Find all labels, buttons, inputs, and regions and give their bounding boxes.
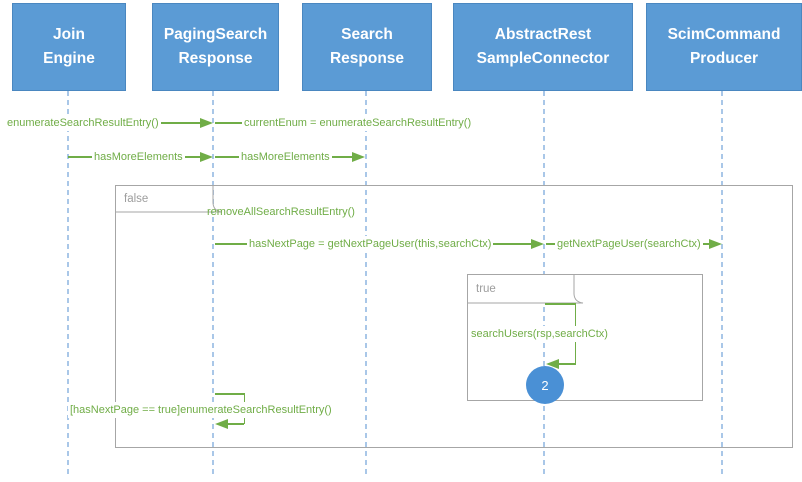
ref-circle: 2 [526,366,564,404]
ref-circle-label: 2 [541,377,549,393]
lifeline-search-response [365,91,367,478]
arrowhead-right-icon [352,152,365,162]
participant-scimcommand-producer: ScimCommand Producer [646,3,802,91]
arrowhead-left-icon [546,359,559,369]
message-label-get-next-page: getNextPageUser(searchCtx) [555,236,703,252]
message-label-remove-all: removeAllSearchResultEntry() [207,206,355,218]
frame-false-tab [115,185,223,213]
message-label-has-more-2: hasMoreElements [239,149,332,165]
message-label-has-next-page: hasNextPage = getNextPageUser(this,searc… [247,236,494,252]
arrowhead-left-icon [215,419,228,429]
frame-false-label: false [124,193,149,205]
message-label-search-users: searchUsers(rsp,searchCtx) [469,326,610,342]
message-label-current-enum: currentEnum = enumerateSearchResultEntry… [242,115,474,131]
participant-pagingsearch-response: PagingSearch Response [152,3,279,91]
arrowhead-right-icon [709,239,722,249]
frame-false: false [115,185,793,448]
message-label-has-more-1: hasMoreElements [92,149,185,165]
message-label-enumerate: enumerateSearchResultEntry() [5,115,161,131]
lifeline-pagingsearch-response [212,91,214,478]
self-message-line [228,423,244,425]
self-message-line [215,393,245,395]
message-line [215,122,245,124]
frame-true: true [467,274,703,401]
participant-join-engine: Join Engine [12,3,126,91]
frame-true-label: true [476,283,496,295]
arrowhead-right-icon [200,152,213,162]
participant-abstractrest-sampleconnector: AbstractRest SampleConnector [453,3,633,91]
arrowhead-right-icon [200,118,213,128]
message-label-loop-back: [hasNextPage == true]enumerateSearchResu… [68,402,334,418]
lifeline-scimcommand-producer [721,91,723,478]
participant-search-response: Search Response [302,3,432,91]
self-message-line [545,303,576,305]
arrowhead-right-icon [531,239,544,249]
self-message-line [559,363,576,365]
lifeline-join-engine [67,91,69,478]
frame-true-tab [467,274,584,304]
